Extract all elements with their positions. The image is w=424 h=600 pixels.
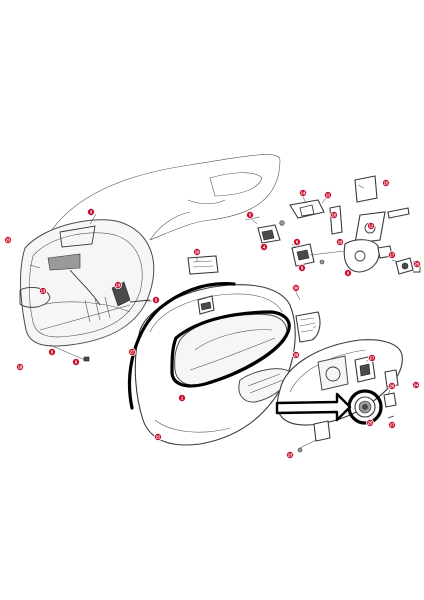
callout: 8 bbox=[297, 263, 306, 272]
callout: 1 bbox=[177, 393, 186, 402]
callout-label: 5 bbox=[155, 298, 158, 303]
callout: 16 bbox=[335, 237, 344, 246]
callout-label: 27 bbox=[370, 356, 375, 361]
callout-label: 27 bbox=[130, 350, 135, 355]
callout: 5 bbox=[151, 295, 160, 304]
callout-label: 25 bbox=[368, 421, 373, 426]
callout: 15 bbox=[381, 178, 390, 187]
callout: 10 bbox=[329, 210, 338, 219]
callout-label: 1 bbox=[181, 396, 184, 401]
callout: 17 bbox=[387, 250, 396, 259]
gasket-outline-shell bbox=[127, 282, 236, 410]
highlight-marks bbox=[127, 282, 383, 425]
callout-label: 6 bbox=[296, 240, 299, 245]
callout-label: 26 bbox=[390, 384, 395, 389]
callout: 18 bbox=[15, 362, 24, 371]
callout-label: 23 bbox=[288, 453, 293, 458]
callout-label: 28 bbox=[294, 353, 299, 358]
callout-label: 9 bbox=[347, 271, 350, 276]
lock-cylinder bbox=[354, 396, 376, 418]
callout-label: 9 bbox=[75, 360, 78, 365]
callout: 22 bbox=[153, 432, 162, 441]
callout: 25 bbox=[365, 418, 374, 427]
callout-label: 8 bbox=[301, 266, 304, 271]
callout: 11 bbox=[323, 190, 332, 199]
callout: 27 bbox=[367, 353, 376, 362]
callout-label: 12 bbox=[369, 224, 374, 229]
callout-label: 19 bbox=[116, 283, 121, 288]
callout: 23 bbox=[285, 450, 294, 459]
callout: 14 bbox=[298, 188, 307, 197]
top-case-background bbox=[39, 154, 281, 253]
callout-label: 4 bbox=[263, 245, 266, 250]
callout: 19 bbox=[192, 247, 201, 256]
lock-assembly bbox=[244, 175, 421, 275]
callout: 23 bbox=[4, 235, 12, 244]
callout: 27 bbox=[387, 420, 396, 429]
callout-label: 16 bbox=[338, 240, 343, 245]
callout: 20 bbox=[412, 259, 421, 268]
callout-label: 15 bbox=[384, 181, 389, 186]
callout-label: 19 bbox=[195, 250, 200, 255]
callout-label: 24 bbox=[414, 383, 419, 388]
callout: 27 bbox=[127, 347, 136, 356]
callout-label: 5 bbox=[249, 213, 252, 218]
callout: 6 bbox=[292, 237, 301, 246]
left-inner-shell bbox=[19, 219, 155, 362]
callout-label: 11 bbox=[326, 193, 331, 198]
callout: 3 bbox=[87, 207, 96, 216]
mounting-plate bbox=[187, 255, 219, 275]
callout: 26 bbox=[387, 381, 396, 390]
callout: 28 bbox=[291, 350, 300, 359]
callout: 5 bbox=[245, 210, 254, 219]
callout: 13 bbox=[39, 286, 48, 295]
callout-label: 23 bbox=[6, 238, 11, 243]
callout-label: 17 bbox=[390, 253, 395, 258]
callout-label: 22 bbox=[156, 435, 161, 440]
callout-label: 13 bbox=[41, 289, 46, 294]
callout: 9 bbox=[72, 357, 81, 366]
callout-label: 3 bbox=[90, 210, 93, 215]
callout: 6 bbox=[48, 347, 57, 356]
callout-label: 10 bbox=[332, 213, 337, 218]
callout: 9 bbox=[343, 268, 352, 277]
callout-label: 14 bbox=[301, 191, 306, 196]
main-case-shell bbox=[134, 284, 321, 446]
leader-lines bbox=[29, 184, 399, 396]
callout: 12 bbox=[366, 221, 375, 230]
callout-label: 27 bbox=[390, 423, 395, 428]
callout-label: 30 bbox=[294, 286, 299, 291]
callout: 19 bbox=[114, 280, 123, 289]
callout: 24 bbox=[411, 380, 420, 389]
callout-label: 20 bbox=[415, 262, 420, 267]
callout-label: 18 bbox=[18, 365, 23, 370]
arrow-right-icon bbox=[275, 392, 352, 422]
gasket-outline-opening bbox=[170, 310, 291, 388]
callout: 30 bbox=[291, 283, 300, 292]
callout: 4 bbox=[259, 242, 268, 251]
callout-label: 6 bbox=[51, 350, 54, 355]
